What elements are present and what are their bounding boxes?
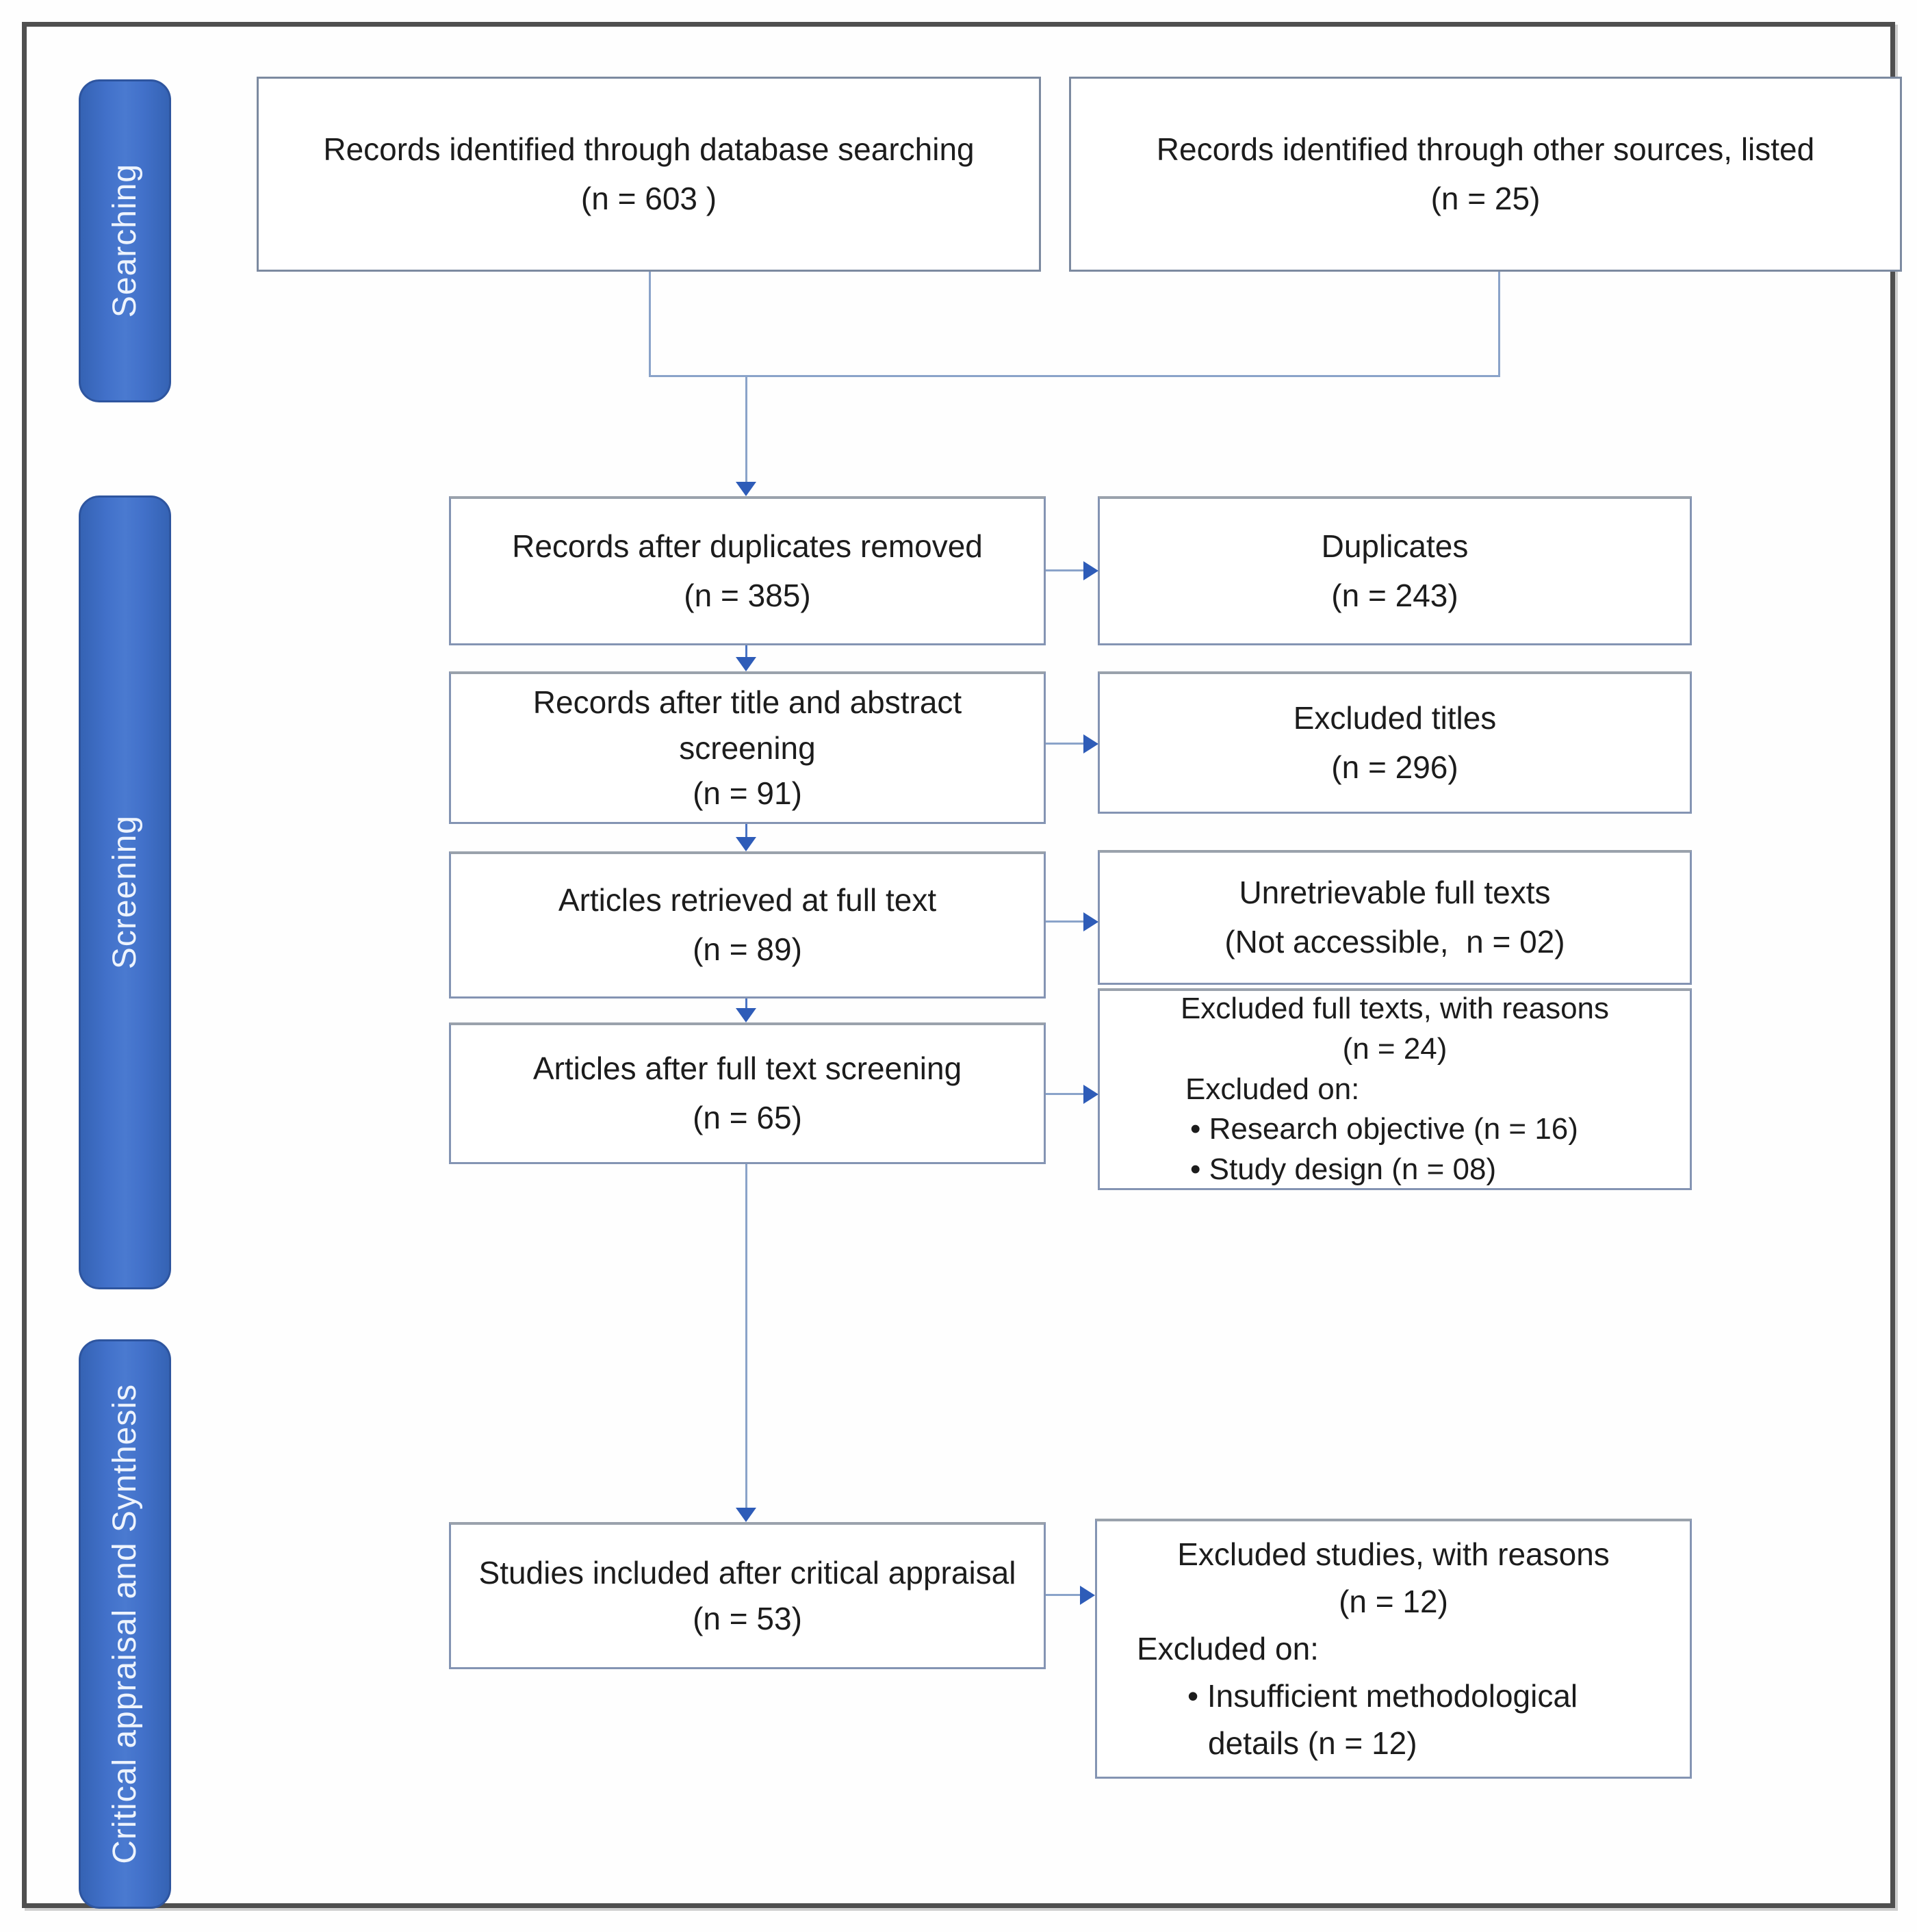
box-count: (n = 296) (1331, 749, 1458, 785)
box-text: Articles after full text screening (532, 1051, 962, 1087)
arrowhead-down-icon (736, 657, 756, 671)
diagram-frame: Searching Screening Critical appraisal a… (22, 22, 1902, 1909)
box-fulltext-screening: Articles after full text screening (n = … (449, 1022, 1046, 1164)
arrowhead-down-icon (736, 482, 756, 496)
box-subheading: Excluded on: (1137, 1631, 1319, 1666)
box-count: (n = 385) (684, 577, 811, 613)
stage-label-searching: Searching (79, 79, 171, 402)
stage-label-text: Critical appraisal and Synthesis (107, 1384, 143, 1864)
box-count: (n = 603 ) (580, 180, 717, 216)
box-text: Records identified through database sear… (323, 131, 975, 167)
connector-step2 (745, 824, 747, 839)
box-subheading: Excluded on: (1185, 1072, 1360, 1106)
box-count: (n = 12) (1339, 1584, 1448, 1619)
box-count: (n = 53) (693, 1601, 802, 1636)
connector-left-drop (649, 272, 651, 377)
connector-duplicates (1046, 569, 1085, 571)
stage-label-text: Searching (107, 164, 143, 318)
stage-label-screening: Screening (79, 495, 171, 1289)
arrowhead-right-icon (1083, 561, 1098, 580)
box-count: (n = 91) (693, 775, 802, 812)
arrowhead-right-icon (1083, 912, 1098, 931)
box-included-after-appraisal: Studies included after critical appraisa… (449, 1522, 1046, 1669)
box-bullet: • Insufficient methodological details (n… (1187, 1678, 1586, 1761)
box-excluded-fulltexts: Excluded full texts, with reasons (n = 2… (1098, 988, 1692, 1190)
connector-step3 (745, 999, 747, 1009)
box-count: (n = 89) (693, 931, 802, 967)
connector-excluded-studies (1046, 1594, 1081, 1596)
box-text: Unretrievable full texts (1239, 875, 1551, 911)
box-fulltext-retrieved: Articles retrieved at full text (n = 89) (449, 851, 1046, 999)
box-after-duplicates-removed: Records after duplicates removed (n = 38… (449, 496, 1046, 645)
arrowhead-right-icon (1083, 1085, 1098, 1104)
connector-excluded-fulltexts (1046, 1093, 1085, 1095)
connector-right-drop (1498, 272, 1500, 377)
box-text: Studies included after critical appraisa… (478, 1555, 1016, 1591)
arrowhead-right-icon (1083, 734, 1098, 754)
box-unretrievable-fulltexts: Unretrievable full texts (Not accessible… (1098, 850, 1692, 985)
box-records-database-searching: Records identified through database sear… (257, 77, 1041, 272)
connector-excluded-titles (1046, 743, 1085, 745)
box-text: Excluded full texts, with reasons (1180, 991, 1610, 1025)
box-count: (n = 25) (1430, 180, 1541, 216)
box-count: (n = 65) (693, 1100, 802, 1135)
box-text: Excluded studies, with reasons (1177, 1536, 1610, 1572)
connector-merge-down (745, 375, 747, 484)
connector-step1 (745, 645, 747, 659)
box-count: (n = 24) (1342, 1031, 1448, 1066)
box-excluded-titles: Excluded titles (n = 296) (1098, 671, 1692, 814)
box-duplicates: Duplicates (n = 243) (1098, 496, 1692, 645)
box-count: (Not accessible, n = 02) (1224, 924, 1565, 959)
box-records-other-sources: Records identified through other sources… (1069, 77, 1902, 272)
box-excluded-studies: Excluded studies, with reasons (n = 12) … (1095, 1519, 1692, 1779)
stage-label-critical-appraisal: Critical appraisal and Synthesis (79, 1339, 171, 1909)
stage-label-text: Screening (107, 815, 143, 970)
box-text: Duplicates (1321, 528, 1469, 564)
box-bullet: • Research objective (n = 16) (1190, 1112, 1578, 1146)
connector-merge-horizontal (649, 375, 1500, 377)
connector-unretrievable (1046, 920, 1085, 923)
box-bullet: • Study design (n = 08) (1190, 1152, 1497, 1187)
arrowhead-right-icon (1080, 1586, 1095, 1605)
arrowhead-down-icon (736, 837, 756, 851)
arrowhead-down-icon (736, 1008, 756, 1022)
box-count: (n = 243) (1331, 577, 1458, 613)
box-text: Records identified through other sources… (1156, 131, 1815, 167)
box-title-abstract-screening: Records after title and abstract screeni… (449, 671, 1046, 824)
box-text: Excluded titles (1293, 699, 1497, 736)
box-text: Records after title and abstract screeni… (532, 684, 970, 766)
arrowhead-down-icon (736, 1508, 756, 1522)
connector-long-down (745, 1164, 747, 1510)
box-text: Articles retrieved at full text (558, 882, 937, 918)
box-text: Records after duplicates removed (512, 528, 983, 564)
